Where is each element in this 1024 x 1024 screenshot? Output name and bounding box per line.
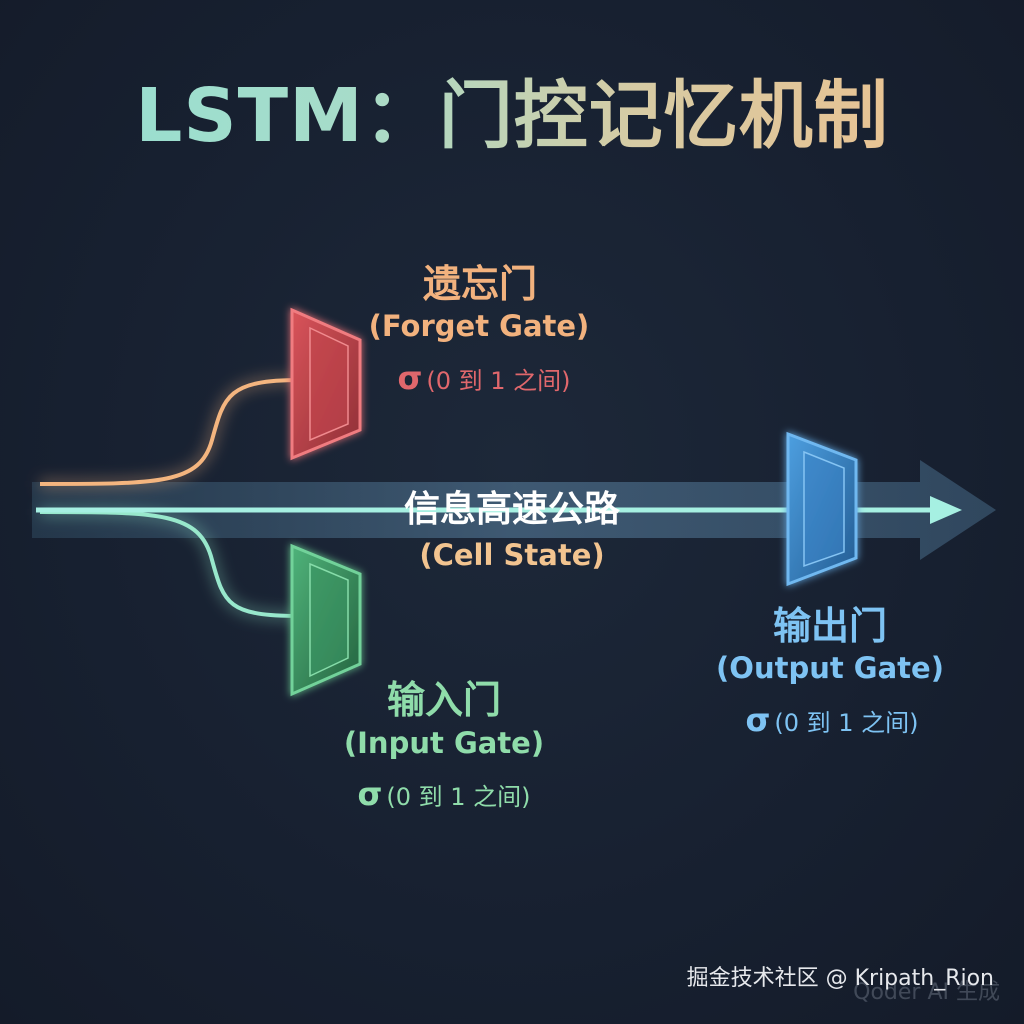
site-watermark: 掘金技术社区 @ Kripath_Rion (686, 966, 994, 991)
forget-gate-sigma-icon: σ (397, 359, 423, 397)
input-gate-sigma-range: σ(0 到 1 之间) (324, 778, 564, 813)
output-gate-sigma-icon: σ (745, 701, 771, 739)
output-gate-range: (0 到 1 之间) (774, 709, 919, 737)
ai-watermark: Qoder AI 生成 (853, 980, 1000, 1005)
forget-gate-label-en: (Forget Gate) (368, 309, 590, 343)
input-gate-range: (0 到 1 之间) (386, 783, 531, 811)
input-gate-block (290, 543, 362, 697)
output-gate-block (786, 431, 858, 587)
input-gate-sigma-icon: σ (357, 775, 383, 813)
forget-gate-label-zh: 遗忘门 (422, 262, 537, 306)
output-gate-sigma-range: σ(0 到 1 之间) (712, 704, 952, 739)
input-gate-label-zh: 输入门 (386, 678, 501, 722)
page-title: LSTM：门控记忆机制 (0, 66, 1024, 166)
cell-state-label-en: (Cell State) (419, 538, 605, 572)
forget-gate-block (290, 307, 362, 461)
forget-gate-range: (0 到 1 之间) (426, 367, 571, 395)
forget-gate-sigma-range: σ(0 到 1 之间) (364, 362, 604, 397)
cell-state-label-zh: 信息高速公路 (403, 489, 620, 530)
output-gate-label-zh: 输出门 (772, 604, 887, 648)
output-gate-label-en: (Output Gate) (716, 651, 944, 685)
cell-state-arrowhead (930, 496, 962, 524)
forget-gate-connector (39, 378, 301, 486)
input-gate-label-en: (Input Gate) (343, 726, 545, 760)
forget-gate-connector-glow (39, 375, 301, 489)
